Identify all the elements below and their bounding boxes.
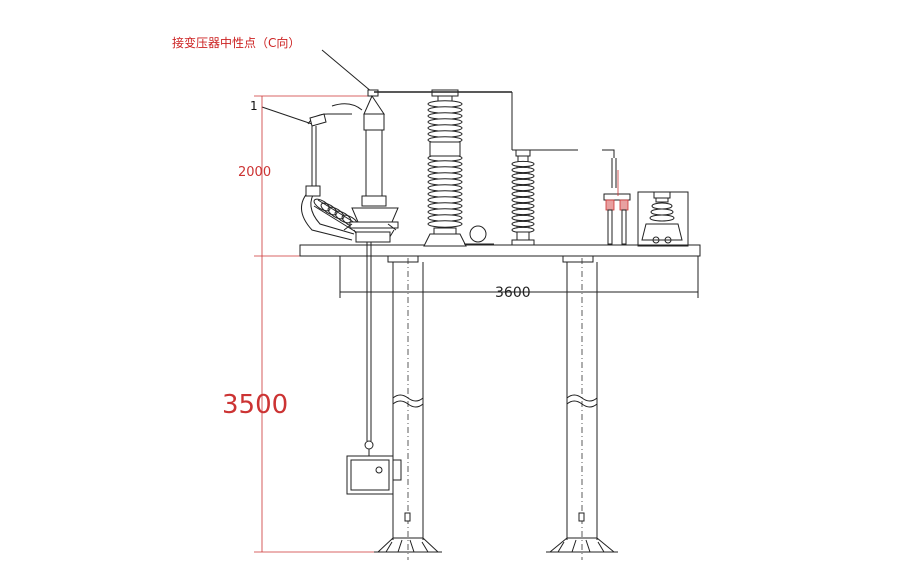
post-insulator-shed	[511, 220, 535, 228]
main-insulator-lower-shed	[427, 202, 463, 210]
main-insulator-lower-shed	[427, 190, 463, 198]
post-insulator-shed	[511, 160, 535, 168]
platform-beam	[299, 244, 701, 298]
main-insulator-upper-shed	[427, 124, 463, 132]
main-insulator	[374, 89, 512, 247]
post-insulator-shed	[511, 202, 535, 210]
post-insulator	[511, 149, 535, 246]
main-insulator-upper-shed	[427, 106, 463, 114]
dimension-3600: 3600	[340, 285, 698, 301]
dimension-3500-text: 3500	[222, 390, 288, 420]
main-insulator-lower-shed	[427, 220, 463, 228]
current-transformer	[331, 89, 399, 243]
main-insulator-upper-shed	[427, 130, 463, 138]
main-insulator-upper-shed	[427, 100, 463, 108]
post-insulator-shed	[511, 190, 535, 198]
dimension-3500: 3500	[222, 256, 380, 553]
main-insulator-lower-shed	[427, 178, 463, 186]
post-insulator-shed	[511, 172, 535, 180]
main-insulator-lower-shed	[427, 172, 463, 180]
post-insulator-shed	[511, 208, 535, 216]
main-insulator-lower-shed	[427, 196, 463, 204]
dimension-2000-text: 2000	[238, 165, 271, 180]
main-insulator-upper-shed	[427, 118, 463, 126]
support-column-right	[546, 255, 618, 560]
junction-box	[346, 440, 402, 495]
callout-1-leader	[261, 106, 313, 125]
callout-number-1: 1	[250, 99, 258, 113]
neutral-point-note: 接变压器中性点（C向）	[172, 35, 300, 50]
bus-lead	[511, 92, 578, 151]
post-insulator-shed	[511, 196, 535, 204]
main-insulator-upper-shed	[427, 112, 463, 120]
surge-arrester	[602, 149, 631, 245]
drop-rod	[366, 240, 372, 441]
small-transformer-unit	[637, 191, 689, 247]
neutral-disconnector	[301, 113, 355, 241]
post-insulator-shed	[511, 214, 535, 222]
neutral-note-leader	[321, 49, 373, 93]
dimension-3600-text: 3600	[495, 285, 531, 301]
main-insulator-lower-shed	[427, 184, 463, 192]
main-insulator-lower-shed	[427, 214, 463, 222]
main-insulator-lower-shed	[427, 166, 463, 174]
post-insulator-shed	[511, 184, 535, 192]
support-column-left	[374, 255, 442, 560]
main-insulator-lower-shed	[427, 208, 463, 216]
dimension-2000: 2000	[238, 95, 372, 257]
post-insulator-shed	[511, 166, 535, 174]
post-insulator-shed	[511, 178, 535, 186]
main-insulator-lower-shed	[427, 160, 463, 168]
